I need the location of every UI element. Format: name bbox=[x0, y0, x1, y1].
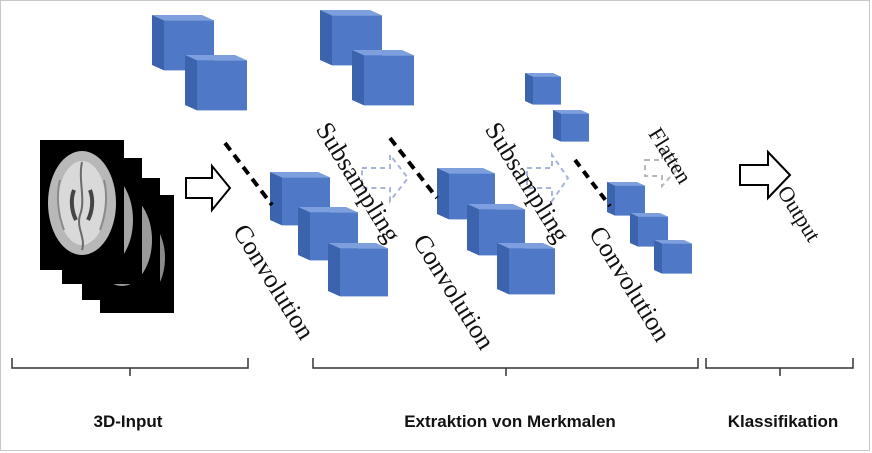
cube-layer5-b bbox=[553, 110, 589, 142]
brace-features bbox=[312, 358, 699, 376]
cube-layer2-c bbox=[328, 243, 388, 297]
connector-line-2 bbox=[388, 136, 439, 200]
mri-slice-stack bbox=[40, 140, 174, 313]
cube-layer1-b bbox=[185, 55, 247, 111]
cube-layer6-c bbox=[654, 240, 692, 274]
connector-line-3 bbox=[573, 158, 612, 208]
output-arrow-icon bbox=[739, 149, 792, 201]
cube-layer6-a bbox=[607, 182, 645, 216]
section-title-input: 3D-Input bbox=[93, 412, 163, 431]
mri-slice-front bbox=[40, 140, 124, 270]
cube-layer6-b bbox=[630, 213, 668, 247]
section-title-classification: Klassifikation bbox=[727, 412, 839, 431]
subsampling-arrow-icon-2 bbox=[526, 151, 570, 205]
flatten-arrow-icon bbox=[644, 147, 680, 189]
cube-layer3-b bbox=[352, 50, 414, 106]
subsampling-arrow-icon-1 bbox=[361, 152, 410, 204]
connector-line-1 bbox=[223, 141, 274, 207]
section-title-features: Extraktion von Merkmalen bbox=[404, 412, 616, 431]
brace-classification bbox=[705, 358, 854, 376]
cube-layer5-a bbox=[525, 73, 561, 105]
input-arrow-icon bbox=[185, 163, 232, 213]
brace-input bbox=[11, 358, 249, 376]
cube-layer4-c bbox=[497, 243, 555, 295]
